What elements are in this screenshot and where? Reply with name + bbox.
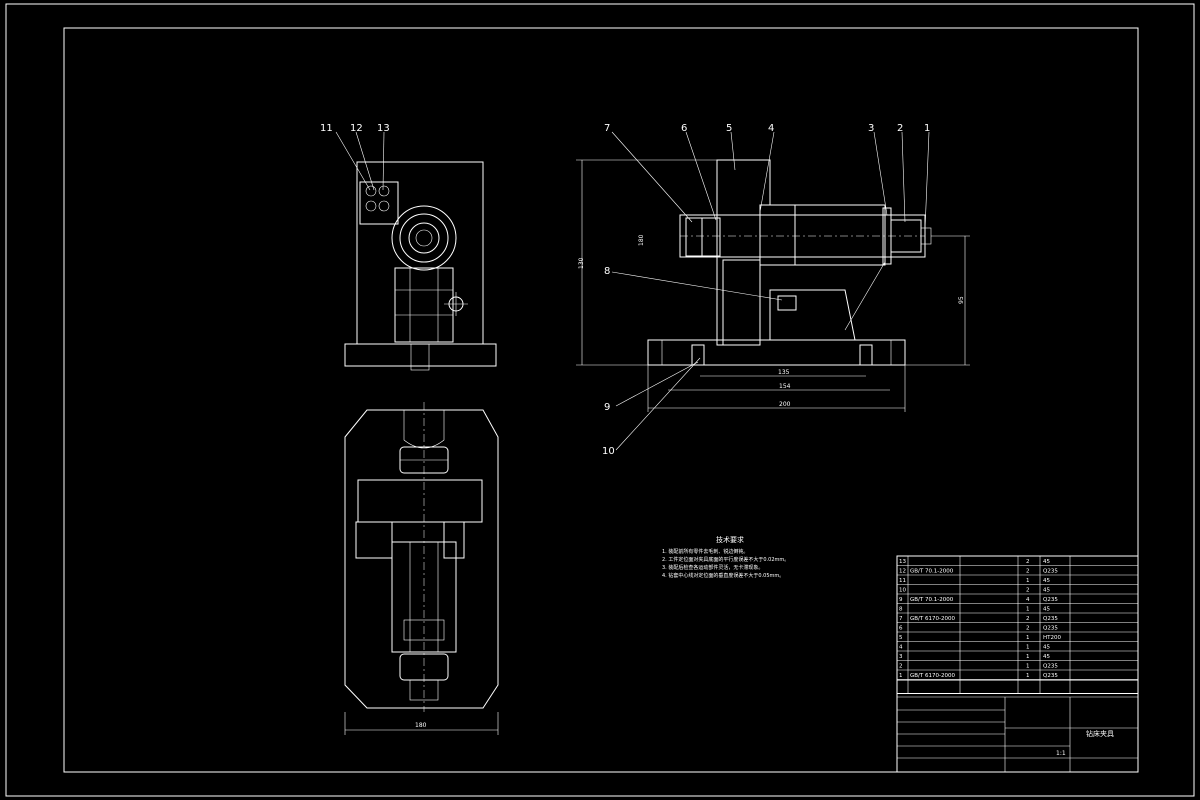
bom-cell: 12 (899, 569, 906, 575)
bom-row: 5 1 HT200 (899, 635, 1061, 641)
bom-cell: 1 (1026, 645, 1030, 651)
callout-1: 1 (924, 123, 930, 134)
bom-cell: Q235 (1043, 597, 1058, 603)
bom-cell: 11 (899, 578, 906, 584)
bom-cell: 9 (899, 597, 903, 603)
bom-cell: 8 (899, 607, 903, 613)
callout-2: 2 (897, 123, 903, 134)
callout-11: 11 (320, 123, 333, 134)
top-view: 180 (344, 402, 499, 735)
dim-d3: 200 (779, 401, 791, 408)
bom-cell: 45 (1043, 645, 1050, 651)
callout-5: 5 (726, 123, 732, 134)
bom-cell: GB/T 70.1-2000 (910, 569, 954, 575)
bom-row: 3 1 45 (899, 654, 1050, 660)
tech-req-item-4: 4. 钻套中心线对定位面的垂直度误差不大于0.05mm。 (662, 572, 784, 579)
bom-cell: 13 (899, 559, 906, 565)
bom-cell: 3 (899, 654, 903, 660)
bom-cell: 2 (1026, 559, 1030, 565)
callout-9: 9 (604, 402, 610, 413)
dim-d2: 154 (779, 383, 791, 390)
bom-cell: 2 (1026, 588, 1030, 594)
bom-cell: 5 (899, 635, 903, 641)
bom-cell: 45 (1043, 607, 1050, 613)
bom-cell: 45 (1043, 578, 1050, 584)
tech-req-item-1: 1. 装配前所有零件去毛刺、锐边倒钝。 (662, 548, 748, 555)
bom-row: 6 2 Q235 (899, 626, 1058, 632)
bom-row: 8 1 45 (899, 607, 1050, 613)
tech-req-item-3: 3. 装配后检查各运动部件灵活，无卡滞现象。 (662, 564, 763, 571)
bom-row: 9 GB/T 70.1-2000 4 Q235 (899, 597, 1058, 603)
bom-cell: 1 (1026, 578, 1030, 584)
bom-cell: 45 (1043, 654, 1050, 660)
outer-border (5, 3, 1195, 797)
callout-12: 12 (350, 123, 363, 134)
front-view: 11 12 13 (320, 123, 497, 371)
bom-cell: GB/T 6170-2000 (910, 616, 955, 622)
callout-4: 4 (768, 123, 774, 134)
callout-13: 13 (377, 123, 390, 134)
bom-cell: 1 (1026, 673, 1030, 679)
scale-value: 1:1 (1056, 750, 1066, 757)
bom-cell: Q235 (1043, 616, 1058, 622)
bom-row: 7 GB/T 6170-2000 2 Q235 (899, 616, 1058, 622)
dim-right-height: 95 (958, 296, 965, 304)
dim-bottom-width: 180 (415, 722, 427, 729)
bom-cell: GB/T 6170-2000 (910, 673, 955, 679)
bom-row: 2 1 Q235 (899, 664, 1058, 670)
bom-cell: Q235 (1043, 673, 1058, 679)
tech-requirements: 技术要求 1. 装配前所有零件去毛刺、锐边倒钝。 2. 工件定位面对夹具底面的平… (662, 535, 789, 579)
inner-border (63, 27, 1139, 773)
dim-top-width: 180 (638, 234, 645, 246)
bom-cell: 4 (1026, 597, 1030, 603)
bom-cell: 2 (1026, 569, 1030, 575)
bom-cell: Q235 (1043, 569, 1058, 575)
callout-6: 6 (681, 123, 687, 134)
bom-cell: 1 (899, 673, 903, 679)
bom-cell: 7 (899, 616, 903, 622)
bom-cell: 4 (899, 645, 903, 651)
tech-req-title: 技术要求 (716, 535, 744, 544)
bom-cell: Q235 (1043, 664, 1058, 670)
callout-3: 3 (868, 123, 874, 134)
bom-cell: HT200 (1043, 635, 1061, 641)
bom-cell: 2 (899, 664, 903, 670)
bom-cell: Q235 (1043, 626, 1058, 632)
bom-cell: 1 (1026, 607, 1030, 613)
bom-cell: 45 (1043, 588, 1050, 594)
dim-height: 130 (578, 257, 585, 269)
bom-cell: 2 (1026, 626, 1030, 632)
bom-cell: 2 (1026, 616, 1030, 622)
bom-cell: GB/T 70.1-2000 (910, 597, 954, 603)
bom-row: 10 2 45 (899, 588, 1050, 594)
bom-row: 12 GB/T 70.1-2000 2 Q235 (899, 569, 1058, 575)
bom-cell: 1 (1026, 664, 1030, 670)
bom-cell: 10 (899, 588, 906, 594)
callout-8: 8 (604, 266, 610, 277)
dim-d1: 135 (778, 369, 790, 376)
callout-10: 10 (602, 446, 615, 457)
title-block: 钻床夹具 1:1 (896, 679, 1139, 773)
tech-req-item-2: 2. 工件定位面对夹具底面的平行度误差不大于0.02mm。 (662, 556, 789, 563)
bom-cell: 6 (899, 626, 903, 632)
bom-cell: 45 (1043, 559, 1050, 565)
callout-7: 7 (604, 123, 610, 134)
section-view: 130 95 135 154 200 180 7 6 5 4 3 2 1 8 9 (576, 123, 970, 457)
bom-row: 4 1 45 (899, 645, 1050, 651)
bom-row: 13 2 45 (899, 559, 1050, 565)
drawing-name: 钻床夹具 (1086, 729, 1114, 738)
bom-cell: 1 (1026, 635, 1030, 641)
bom-row: 1 GB/T 6170-2000 1 Q235 (899, 673, 1058, 679)
bom-cell: 1 (1026, 654, 1030, 660)
